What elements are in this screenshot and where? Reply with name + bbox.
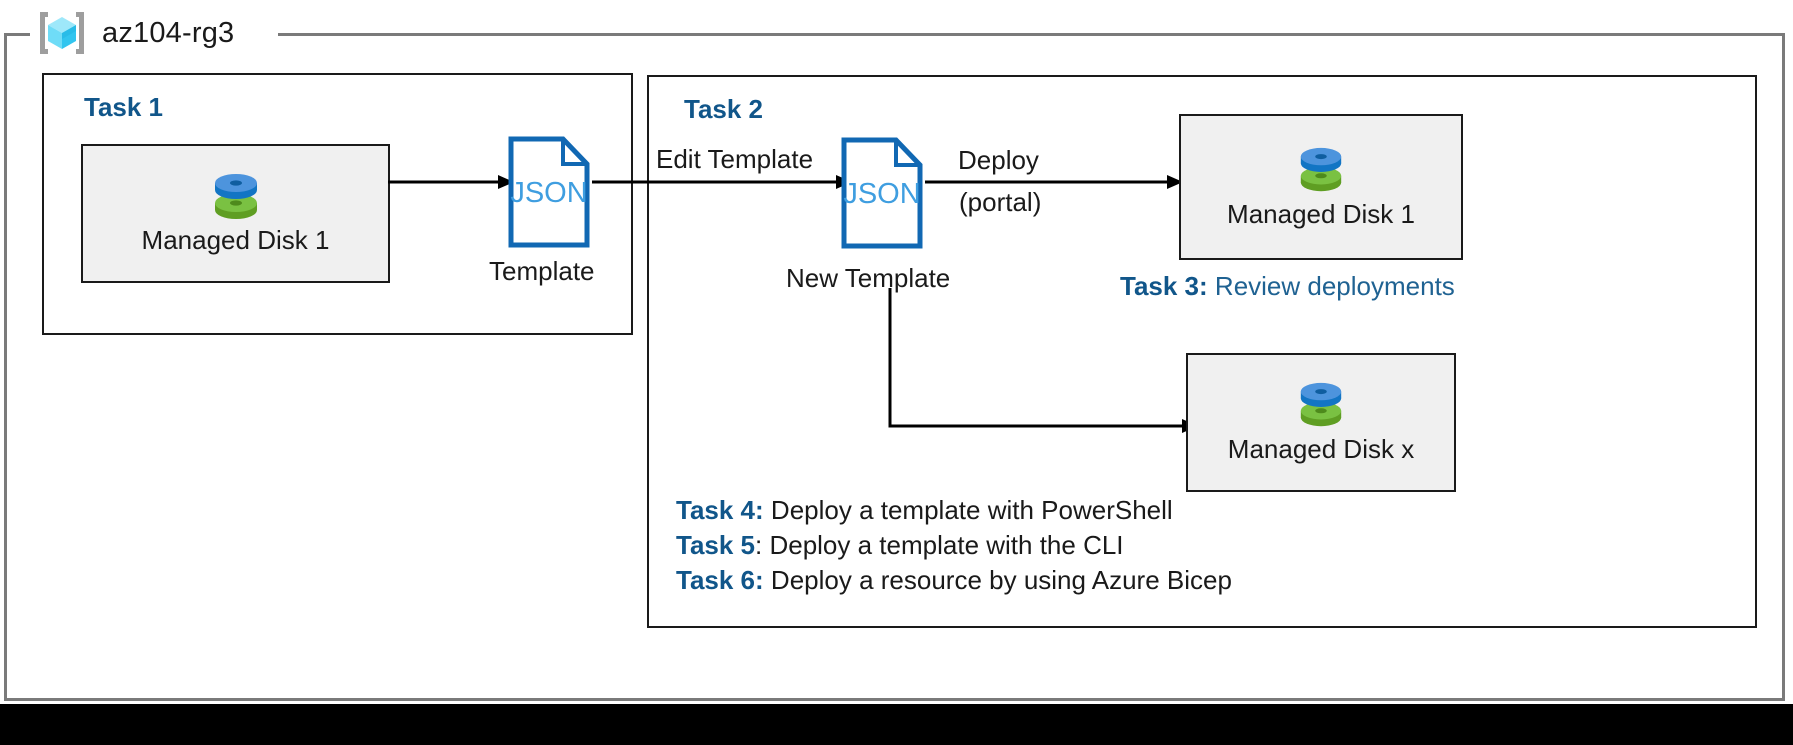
- managed-disk-1-label-task2: Managed Disk 1: [1227, 198, 1415, 229]
- json-file-type-label-2: JSON: [843, 178, 920, 210]
- managed-disk-1-label-task1: Managed Disk 1: [141, 225, 330, 256]
- task-6-note-value: Deploy a resource by using Azure Bicep: [763, 565, 1232, 595]
- json-file-type-label-1: JSON: [510, 177, 587, 209]
- edit-template-edge-label: Edit Template: [656, 144, 814, 174]
- json-file-icon-template: JSON: [508, 136, 590, 248]
- managed-disk-icon: [1294, 381, 1348, 435]
- bottom-bar: [0, 704, 1793, 745]
- managed-disk-icon: [208, 172, 264, 226]
- deploy-label-line2: (portal): [959, 187, 1042, 217]
- task-1-heading: Task 1: [84, 92, 164, 122]
- template-caption: Template: [489, 256, 595, 286]
- resource-group-frame-top-right: [278, 33, 1785, 36]
- task-3-note: Task 3: Review deployments: [1120, 273, 1455, 299]
- task-1-container: [42, 73, 633, 335]
- azure-resource-group-icon: [36, 9, 88, 57]
- resource-group-header: az104-rg3: [30, 0, 247, 66]
- resource-group-name: az104-rg3: [102, 16, 235, 49]
- task-4-note: Task 4: Deploy a template with PowerShel…: [676, 497, 1173, 523]
- new-template-caption: New Template: [786, 263, 951, 293]
- resource-group-frame: [4, 33, 1785, 701]
- managed-disk-1-tile-task2: Managed Disk 1: [1179, 114, 1463, 260]
- resource-group-frame-top-left: [4, 33, 30, 36]
- task-6-note-key: Task 6:: [676, 565, 764, 595]
- deploy-label-line1: Deploy: [958, 145, 1039, 175]
- task-2-heading: Task 2: [684, 94, 764, 124]
- json-file-icon-new-template: JSON: [841, 137, 923, 249]
- task-3-note-value: Review deployments: [1207, 271, 1455, 301]
- task-4-note-key: Task 4:: [676, 495, 764, 525]
- task-5-note-key: Task 5: [676, 530, 756, 560]
- task-6-note: Task 6: Deploy a resource by using Azure…: [676, 567, 1232, 593]
- managed-disk-icon: [1294, 146, 1348, 200]
- managed-disk-1-tile-task1: Managed Disk 1: [81, 144, 390, 283]
- task-4-note-value: Deploy a template with PowerShell: [763, 495, 1173, 525]
- task-3-note-key: Task 3:: [1120, 271, 1208, 301]
- task-5-note-value: : Deploy a template with the CLI: [755, 530, 1124, 560]
- managed-disk-x-tile: Managed Disk x: [1186, 353, 1456, 492]
- task-5-note: Task 5: Deploy a template with the CLI: [676, 532, 1124, 558]
- task-2-container: [647, 75, 1757, 628]
- managed-disk-x-label: Managed Disk x: [1227, 434, 1415, 465]
